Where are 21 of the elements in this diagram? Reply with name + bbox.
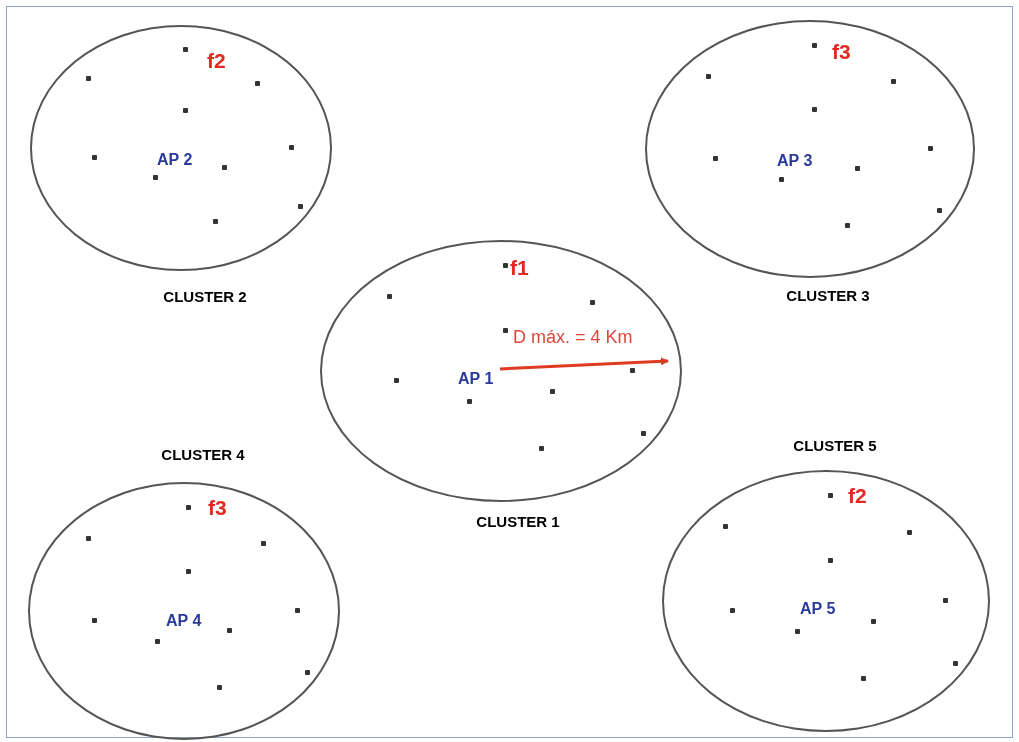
cluster-ellipse [662, 470, 990, 732]
cluster-caption: CLUSTER 2 [163, 288, 247, 305]
distance-label: D máx. = 4 Km [513, 327, 633, 348]
frequency-label: f3 [208, 496, 227, 520]
cluster-ellipse [28, 482, 340, 740]
frequency-label: f3 [832, 40, 851, 64]
access-point-label: AP 2 [157, 151, 193, 169]
cluster-caption: CLUSTER 3 [786, 287, 870, 304]
cluster-caption: CLUSTER 5 [793, 437, 877, 454]
cluster-ellipse [645, 20, 975, 278]
cluster-ellipse [30, 25, 332, 271]
cluster-caption: CLUSTER 4 [161, 446, 245, 463]
frequency-label: f2 [207, 49, 226, 73]
access-point-label: AP 3 [777, 152, 813, 170]
frequency-label: f2 [848, 484, 867, 508]
frequency-label: f1 [510, 256, 529, 280]
access-point-label: AP 5 [800, 600, 836, 618]
cluster-caption: CLUSTER 1 [476, 513, 560, 530]
cluster-ellipse [320, 240, 682, 502]
access-point-label: AP 4 [166, 612, 202, 630]
access-point-label: AP 1 [458, 370, 494, 388]
